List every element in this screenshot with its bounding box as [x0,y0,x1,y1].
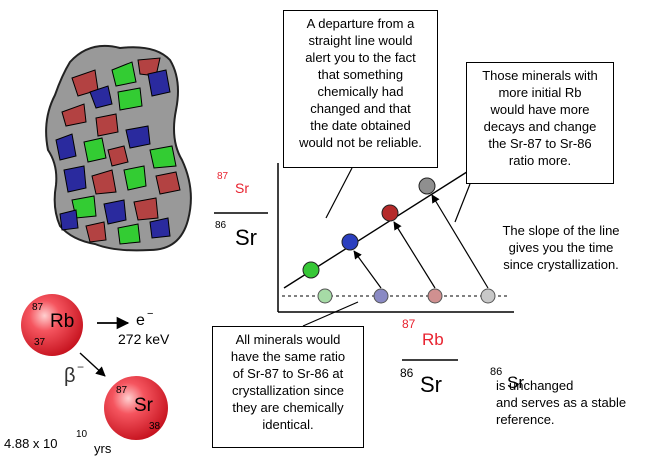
mineral-grain [55,133,77,161]
rb-mass: 87 [32,302,44,313]
mineral-grain [89,85,113,109]
sr-atom-icon [104,376,168,440]
rock-sample-icon [45,44,192,252]
mineral-grain [117,87,143,111]
mineral-grain [95,113,119,137]
initial-point-green [317,288,333,304]
mineral-grain [61,103,87,127]
rb-atom-icon [21,294,83,356]
x-den-symbol: Sr [420,372,442,397]
mineral-grain [155,171,181,195]
mineral-grain [85,221,107,243]
mineral-grain [91,169,117,195]
y-num-symbol: Sr [235,180,249,196]
mineral-grain [111,61,137,87]
decay-arrows [353,194,489,289]
rb-symbol: Rb [50,311,75,332]
emission-charge: − [147,308,154,320]
mineral-grain [133,197,159,221]
y-den-mass: 86 [215,220,227,231]
mineral-grain [117,223,141,245]
initial-point-gray [480,288,496,304]
initial-points [317,288,496,304]
slope-note: The slope of the line gives you the time… [502,223,620,272]
beta-symbol: β [64,365,76,387]
callout-pointers [302,167,471,327]
departure-note: A departure from a straight line would a… [283,10,438,168]
initial-point-blue [373,288,389,304]
half-life-exp: 10 [76,429,88,440]
point-blue [341,233,359,251]
mineral-grain [63,165,87,193]
unchanged-note: is unchanged and serves as a stable refe… [496,378,627,427]
x-den-mass: 86 [400,366,414,380]
emission-energy: 272 keV [118,331,170,347]
initial-point-red [427,288,443,304]
mineral-grain [125,125,151,149]
sr-number: 38 [149,421,161,432]
half-life-unit: yrs [94,441,112,456]
half-life-base: 4.88 x 10 [4,436,58,451]
unchanged-sr-symbol: Sr [507,373,524,392]
mineral-grain [59,209,79,231]
point-gray [418,177,436,195]
mineral-grain [149,145,177,169]
y-num-mass: 87 [217,171,229,182]
y-den-symbol: Sr [235,225,257,250]
mineral-grain [83,137,107,163]
unchanged-sr-mass: 86 [490,366,503,378]
mineral-grain [149,217,171,239]
mineral-grain [123,165,147,191]
mineral-grain [107,145,129,167]
sr-mass: 87 [116,385,128,396]
arrow-icon [79,352,106,377]
mineral-grain [147,69,171,97]
point-red [381,204,399,222]
mineral-grain [103,199,127,225]
sr-symbol: Sr [134,395,153,416]
rb-number: 37 [34,337,46,348]
point-green [302,261,320,279]
x-num-symbol: Rb [422,330,444,349]
beta-charge: − [77,360,85,374]
more-rb-note: Those minerals with more initial Rb woul… [466,62,614,184]
x-num-mass: 87 [402,317,416,331]
graph-axes [277,163,514,313]
current-points [302,177,436,279]
emission-symbol: e [136,312,145,329]
same-ratio-note: All minerals would have the same ratio o… [212,326,364,448]
